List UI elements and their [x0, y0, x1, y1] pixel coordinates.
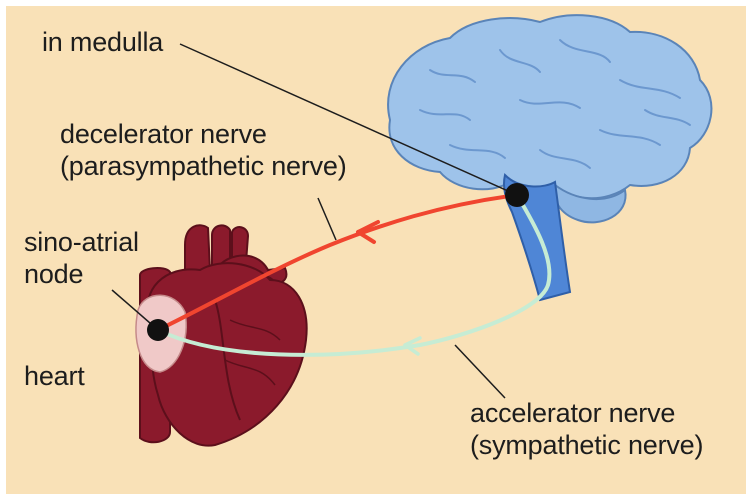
medulla-node [505, 183, 529, 207]
brain-cerebrum [388, 15, 711, 198]
label-accelerator-line1: accelerator nerve [470, 397, 703, 429]
label-accelerator-nerve: accelerator nerve (sympathetic nerve) [470, 397, 703, 461]
label-sa-node-line2: node [24, 258, 139, 290]
label-in-medulla-text: in medulla [42, 26, 163, 58]
label-accelerator-line2: (sympathetic nerve) [470, 429, 703, 461]
sa-node-dot [147, 319, 169, 341]
decelerator-pointer-line [318, 198, 336, 240]
label-sa-node-line1: sino-atrial [24, 226, 139, 258]
label-decelerator-nerve: decelerator nerve (parasympathetic nerve… [60, 118, 347, 182]
label-decelerator-line2: (parasympathetic nerve) [60, 150, 347, 182]
label-sino-atrial-node: sino-atrial node [24, 226, 139, 290]
label-heart: heart [24, 360, 85, 392]
label-decelerator-line1: decelerator nerve [60, 118, 347, 150]
label-heart-text: heart [24, 360, 85, 392]
accelerator-pointer-line [455, 345, 505, 398]
label-in-medulla: in medulla [42, 26, 163, 58]
